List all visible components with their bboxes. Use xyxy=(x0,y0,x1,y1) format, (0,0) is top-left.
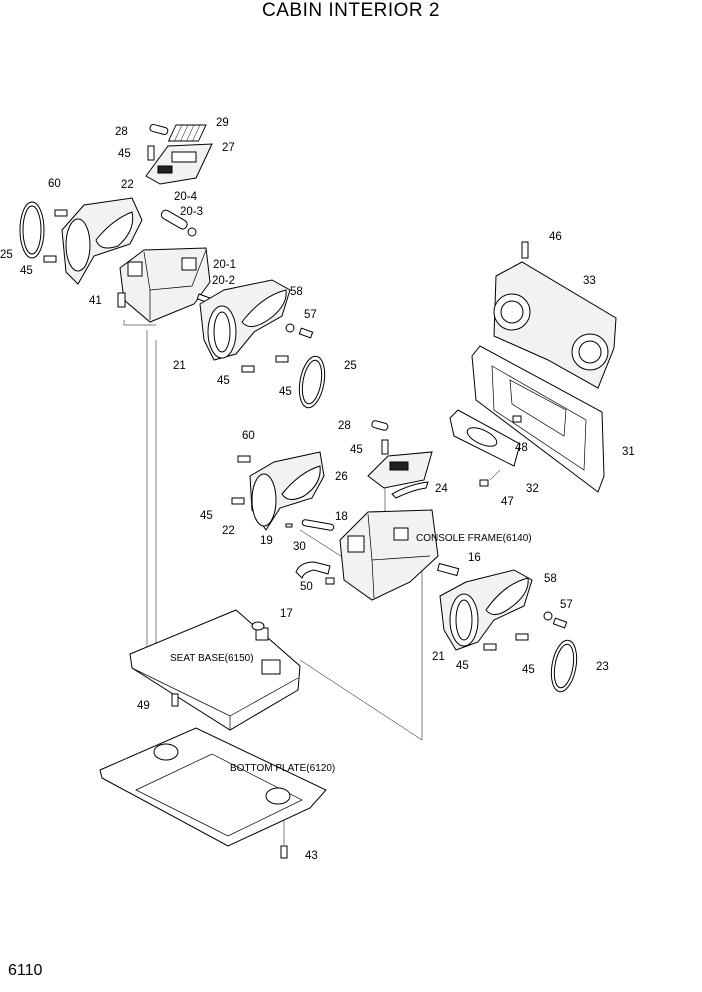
callout: 21 xyxy=(173,360,186,372)
callout: 20-4 xyxy=(174,191,198,203)
page-number: 6110 xyxy=(8,962,43,979)
callout: 16 xyxy=(468,552,481,564)
callout: 45 xyxy=(118,148,131,160)
callout: 22 xyxy=(222,525,235,537)
callout: 19 xyxy=(260,535,273,547)
callout: 57 xyxy=(304,309,317,321)
callout: 45 xyxy=(217,375,230,387)
seat-base-group xyxy=(129,609,301,731)
callout: 26 xyxy=(335,471,348,483)
callout: 45 xyxy=(200,510,213,522)
seat-base-label: SEAT BASE(6150) xyxy=(170,653,254,664)
callout: 28 xyxy=(338,420,351,432)
callout: 29 xyxy=(216,117,229,129)
callout: 20-2 xyxy=(212,275,235,287)
callout: 18 xyxy=(335,511,348,523)
callout: 58 xyxy=(290,286,303,298)
rear-panel-group xyxy=(449,241,617,493)
callout: 43 xyxy=(305,850,318,862)
callout: 45 xyxy=(279,386,292,398)
callout: 45 xyxy=(20,265,33,277)
callout: 46 xyxy=(549,231,562,243)
callout: 31 xyxy=(622,446,635,458)
page-title: CABIN INTERIOR 2 xyxy=(262,0,440,21)
callout: 49 xyxy=(137,700,150,712)
callout: 45 xyxy=(456,660,469,672)
callout: 25 xyxy=(344,360,357,372)
callout: 25 xyxy=(0,249,13,261)
callout-labels: 28 29 45 27 60 22 20-4 20-3 25 45 20-1 2… xyxy=(0,117,635,862)
callout: 41 xyxy=(89,295,102,307)
callout: 45 xyxy=(522,664,535,676)
callout: 30 xyxy=(293,541,306,553)
bottom-plate-label: BOTTOM PLATE(6120) xyxy=(230,763,335,774)
callout: 58 xyxy=(544,573,557,585)
callout: 24 xyxy=(435,483,448,495)
callout: 48 xyxy=(515,442,528,454)
bottom-plate-group xyxy=(99,727,327,859)
callout: 45 xyxy=(350,444,363,456)
lower-console-group xyxy=(231,420,578,693)
callout: 21 xyxy=(432,651,445,663)
callout: 23 xyxy=(596,661,609,673)
callout: 27 xyxy=(222,142,235,154)
callout: 60 xyxy=(48,178,61,190)
assembly-labels: CONSOLE FRAME(6140) SEAT BASE(6150) BOTT… xyxy=(170,533,532,774)
callout: 20-3 xyxy=(180,206,203,218)
callout: 32 xyxy=(526,483,539,495)
console-frame-label: CONSOLE FRAME(6140) xyxy=(416,533,532,544)
callout: 47 xyxy=(501,496,514,508)
callout: 60 xyxy=(242,430,255,442)
upper-console-group xyxy=(19,123,326,409)
callout: 33 xyxy=(583,275,596,287)
callout: 57 xyxy=(560,599,573,611)
callout: 28 xyxy=(115,126,128,138)
callout: 22 xyxy=(121,179,134,191)
callout: 50 xyxy=(300,581,313,593)
callout: 17 xyxy=(280,608,293,620)
callout: 20-1 xyxy=(213,259,236,271)
